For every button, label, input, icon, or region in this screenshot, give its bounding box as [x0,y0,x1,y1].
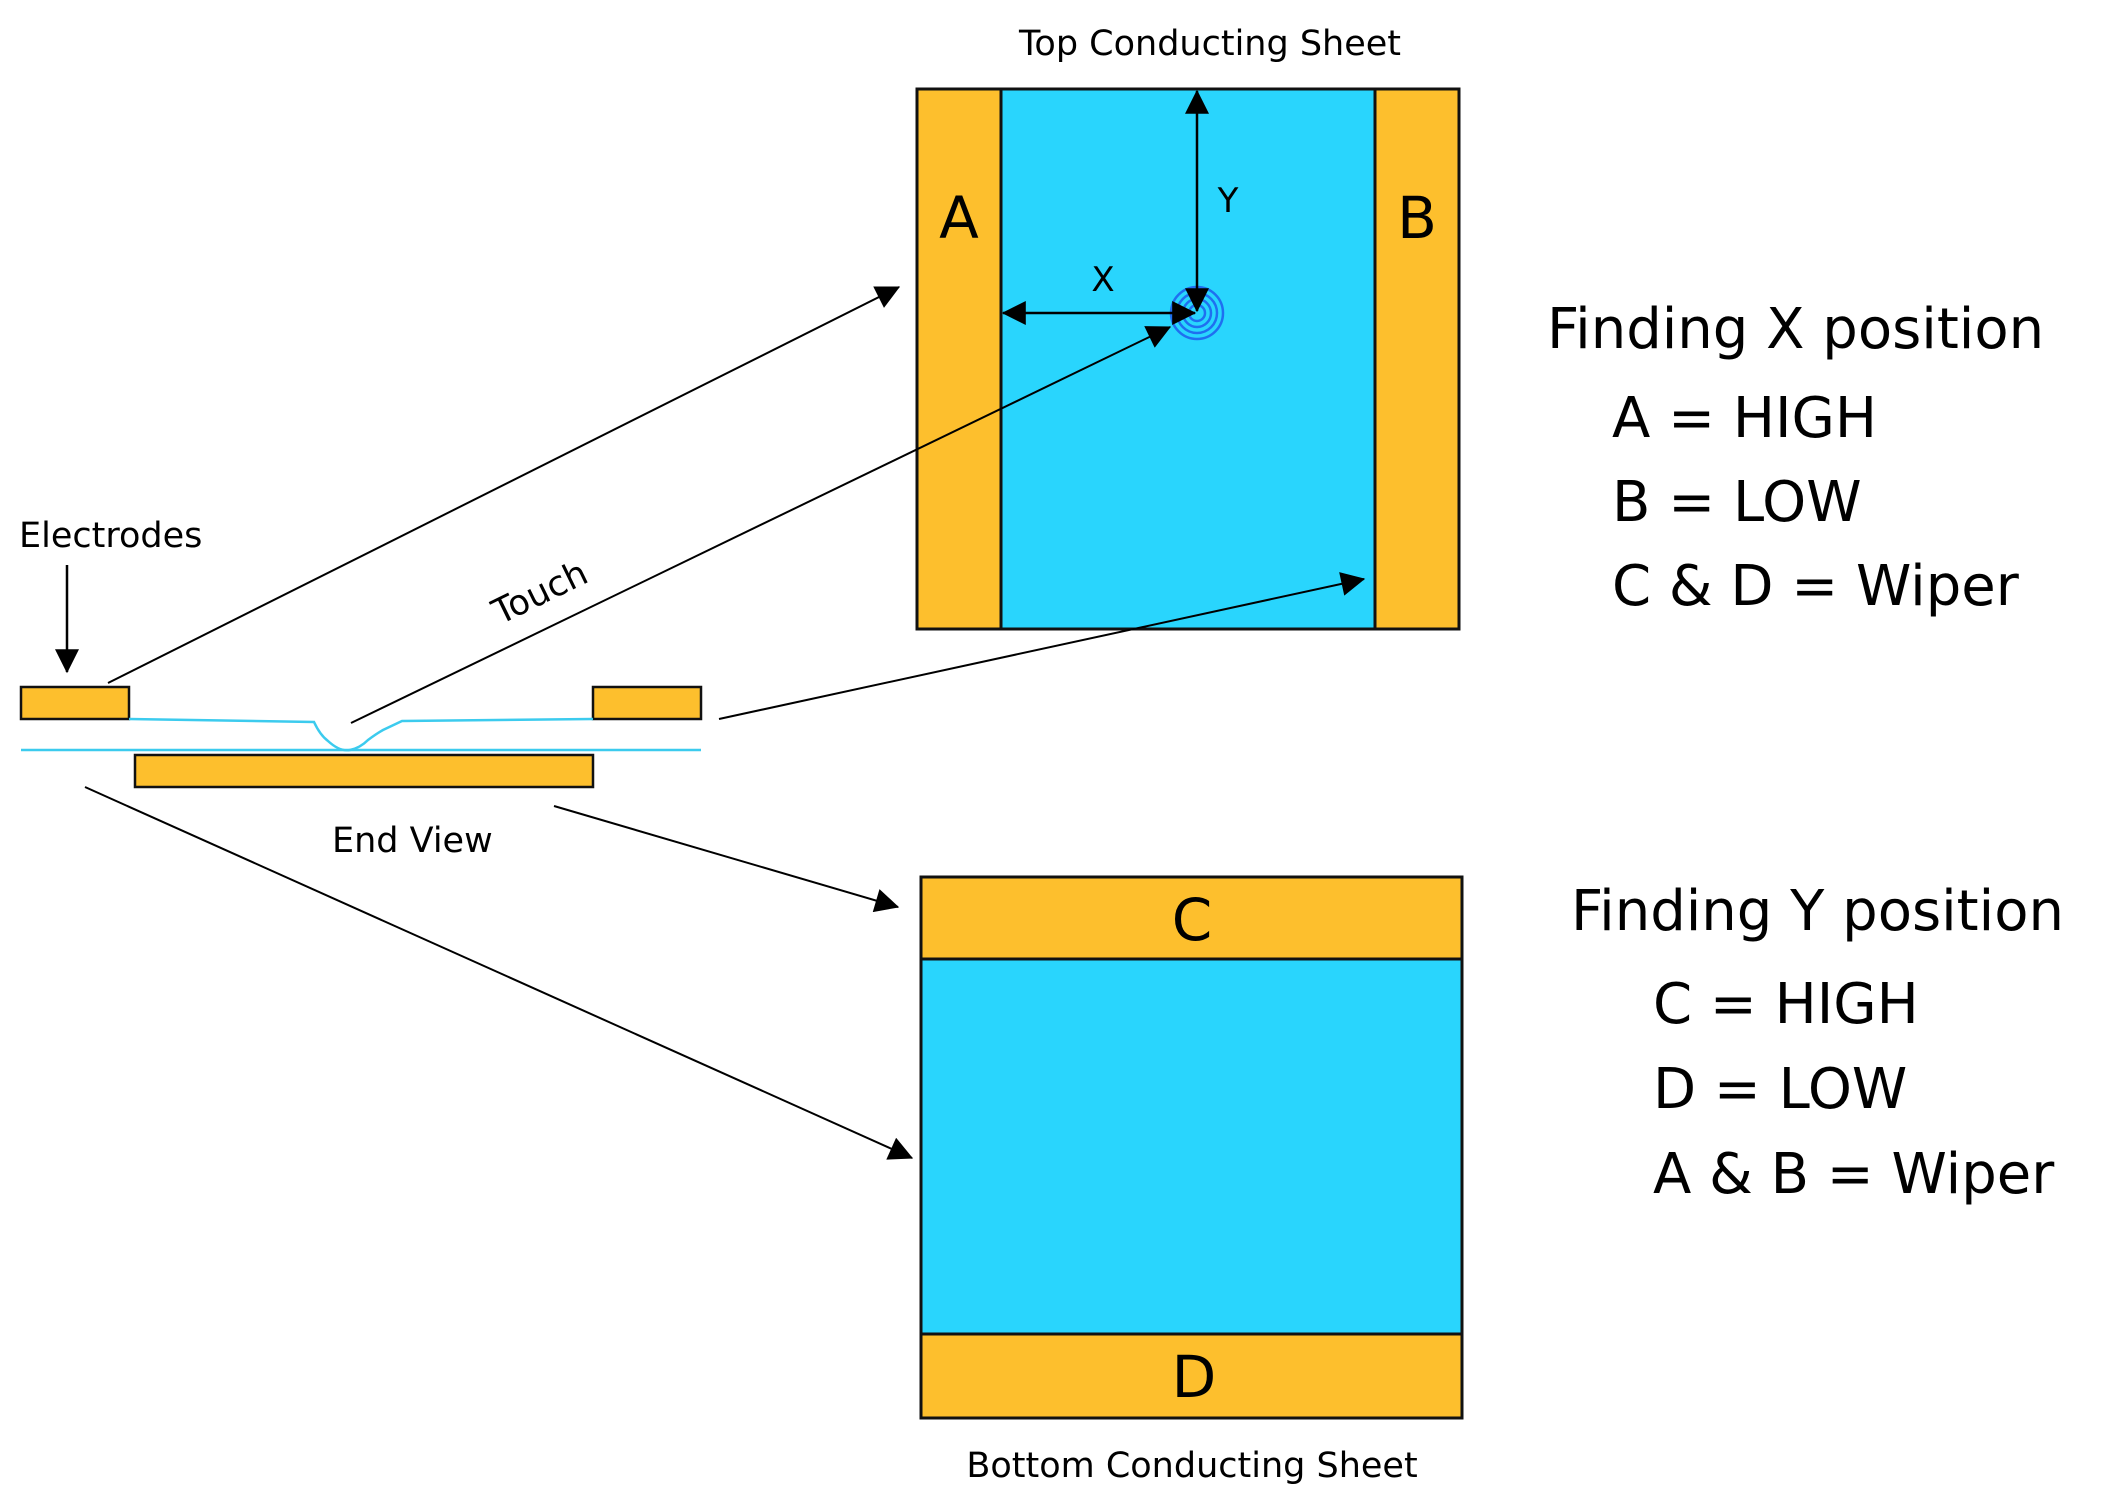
finding-y-line: D = LOW [1653,1057,1907,1122]
bottom-sheet-conductor [919,875,1464,1420]
finding-y-block: Finding Y position C = HIGH D = LOW A & … [1571,879,2064,1207]
arrow-left-electrode-to-a [107,286,901,684]
finding-y-line: C = HIGH [1653,972,1919,1037]
electrode-d [919,1332,1464,1420]
end-view: Electrodes End View Touch [19,516,703,861]
electrode-d-label: D [1172,1343,1217,1411]
arrow-right-electrode-to-b [718,572,1366,720]
finding-x-line: A = HIGH [1612,386,1877,451]
bottom-conducting-sheet: C D Bottom Conducting Sheet [919,875,1464,1486]
finding-y-line: A & B = Wiper [1653,1142,2055,1207]
end-view-right-electrode [591,685,703,721]
electrode-c-label: C [1172,886,1213,954]
electrode-c [919,875,1464,961]
arrow-touch-to-point [350,326,1172,724]
end-view-top-film [128,717,594,752]
end-view-title: End View [332,821,493,861]
connector-arrows [84,286,1366,1160]
finding-y-heading: Finding Y position [1571,879,2064,944]
finding-x-line: B = LOW [1612,470,1862,535]
finding-x-heading: Finding X position [1547,297,2044,362]
touch-label: Touch [486,553,595,633]
y-label: Y [1217,181,1239,221]
top-sheet-title: Top Conducting Sheet [1018,24,1401,64]
finding-x-line: C & D = Wiper [1612,554,2020,619]
end-view-bottom-electrode [133,753,595,789]
electrode-a [915,87,1003,631]
electrode-a-label: A [939,184,979,252]
top-conducting-sheet: Top Conducting Sheet A B X Y [915,24,1461,631]
arrow-to-bottom-sheet [84,786,914,1160]
electrode-b [1373,87,1461,631]
finding-x-block: Finding X position A = HIGH B = LOW C & … [1547,297,2044,619]
electrode-b-label: B [1397,184,1437,252]
bottom-sheet-title: Bottom Conducting Sheet [966,1446,1417,1486]
end-view-left-electrode [19,685,131,721]
x-label: X [1091,260,1114,300]
arrow-bottom-electrode-to-c [553,805,900,913]
electrodes-label: Electrodes [19,516,202,556]
